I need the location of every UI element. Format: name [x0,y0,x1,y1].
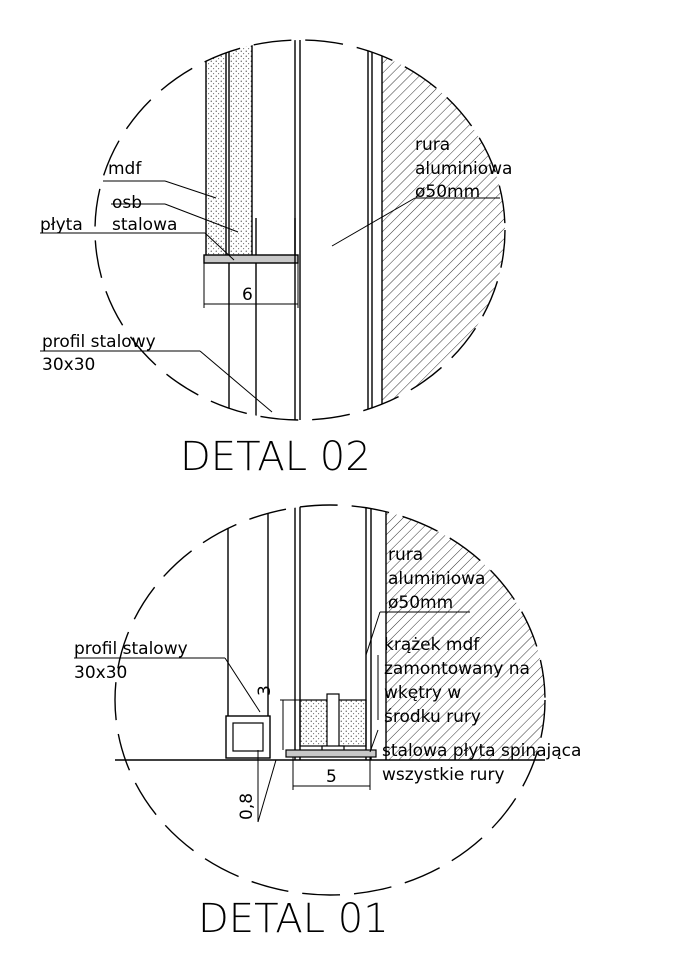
label-zamontowany: zamontowany na [384,659,530,679]
label-30x30: 30x30 [42,355,95,375]
label-osb: osb [112,193,142,213]
label-krazek: krążek mdf [384,635,480,655]
label-wszystkie: wszystkie rury [382,765,505,785]
label-srodku: środku rury [384,707,481,727]
label-profil-b: profil stalowy [74,639,188,659]
mdf-panel [206,40,226,258]
dim-0-8: 0,8 [237,793,257,820]
label-profil: profil stalowy [42,332,156,352]
connecting-plate [285,749,377,758]
osb-panel [229,40,252,258]
label-rura: rura [415,135,450,155]
label-wkety: wkętry w [384,683,461,703]
label-diameter: ø50mm [415,182,480,202]
dim-6: 6 [242,285,253,305]
label-rura-b: rura [388,545,423,565]
label-stalowa: stalowa [112,215,177,235]
steel-plate [203,254,299,264]
label-mdf: mdf [108,159,142,179]
label-aluminiowa: aluminiowa [415,159,512,179]
dim-3: 3 [255,685,275,696]
detail-02-title: DETAL 02 [180,434,371,480]
label-plyta: płyta [40,215,83,235]
label-diameter-b: ø50mm [388,593,453,613]
label-aluminiowa-b: aluminiowa [388,569,485,589]
label-30x30-b: 30x30 [74,663,127,683]
label-stalowa-plyta: stalowa płyta spinająca [382,741,581,761]
detail-01: 5 3 0,8 rura aluminiowa ø50mm profil sta… [74,504,581,942]
wall-hatch [382,40,505,420]
dim-5: 5 [326,767,337,787]
detail-01-title: DETAL 01 [198,896,389,942]
detail-02: 6 mdf osb płyta stalowa rura aluminiowa … [40,39,512,480]
screw [326,693,340,751]
